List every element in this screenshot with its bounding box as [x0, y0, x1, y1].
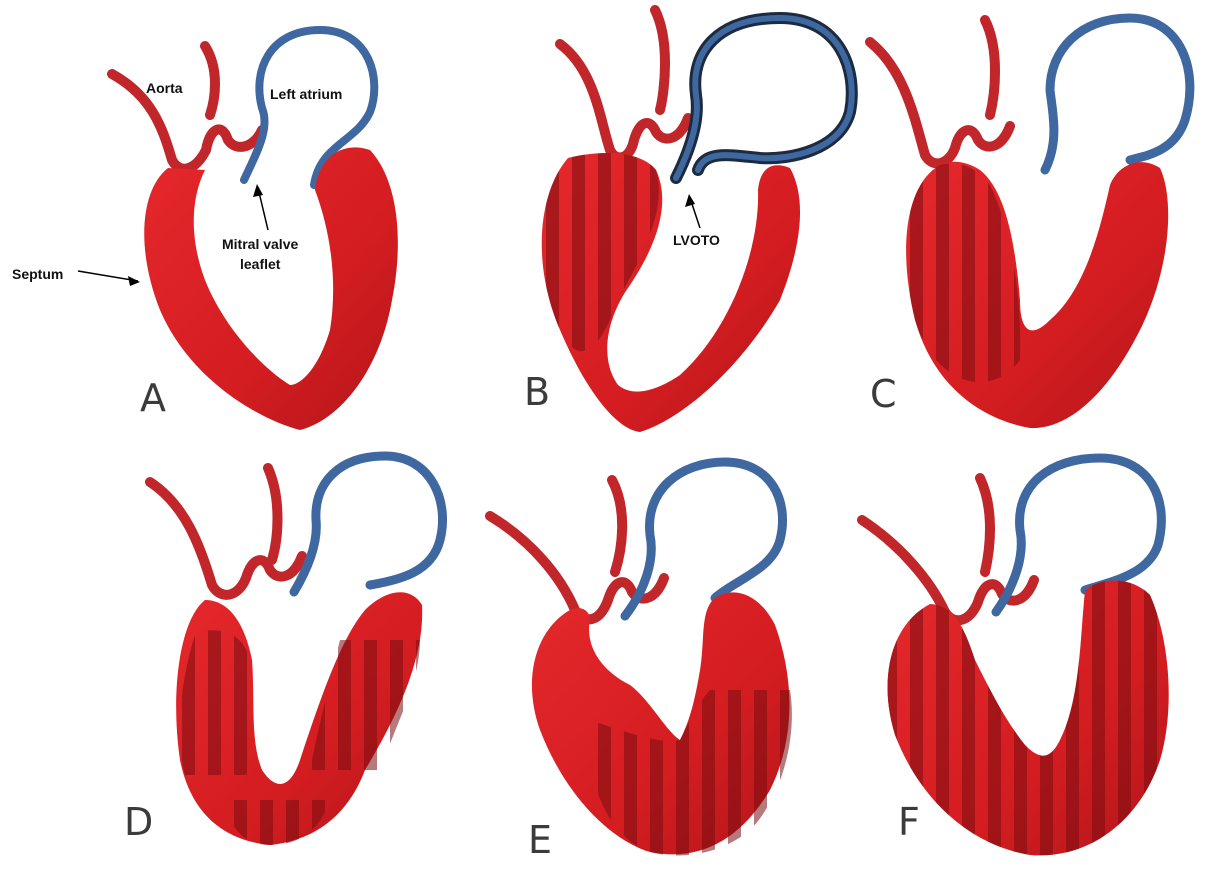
lateral-striping [310, 640, 420, 770]
aorta-vessel [560, 10, 688, 157]
panel-letter-d: D [124, 800, 153, 844]
panel-letter-f: F [898, 800, 920, 844]
leaflet-label: leaflet [240, 256, 280, 272]
panel-c [870, 18, 1190, 428]
panel-f [862, 458, 1169, 855]
septal-striping [542, 153, 659, 351]
mitral-valve-label: Mitral valve [222, 236, 298, 252]
full-striping [888, 580, 1169, 855]
panel-e [490, 462, 792, 856]
left-atrium-vessel [1045, 18, 1190, 170]
panel-letter-e: E [528, 818, 552, 862]
panel-letter-b: B [524, 370, 550, 414]
aorta-vessel [150, 468, 302, 595]
panel-b [542, 10, 852, 432]
septal-striping [180, 630, 255, 775]
left-atrium-label: Left atrium [270, 86, 342, 102]
panel-letter-a: A [140, 376, 166, 420]
left-atrium-vessel [294, 456, 443, 592]
aorta-vessel [870, 20, 1010, 163]
lvoto-label: LVOTO [673, 232, 720, 248]
aorta-label: Aorta [146, 80, 183, 96]
panel-letter-c: C [870, 372, 897, 416]
panel-d [150, 456, 443, 845]
aorta-vessel [112, 46, 262, 169]
septum-label: Septum [12, 266, 63, 282]
myocardium [144, 147, 398, 430]
left-atrium-vessel [676, 18, 852, 178]
septal-striping [906, 163, 1020, 382]
